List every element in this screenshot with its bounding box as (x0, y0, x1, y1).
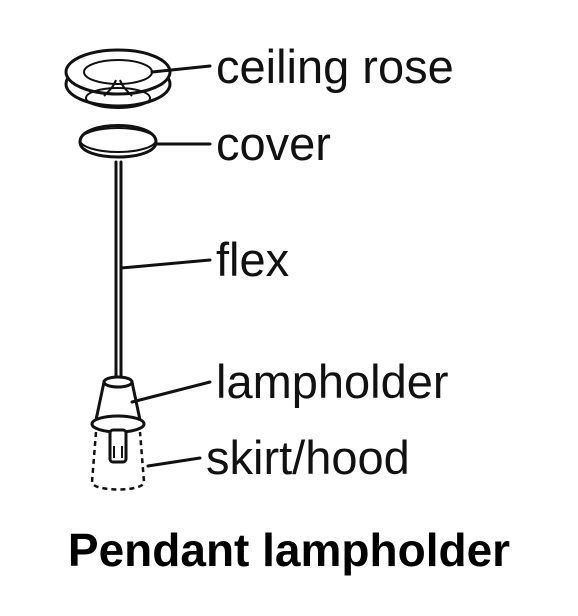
leader-lampholder (130, 380, 212, 404)
label-flex: flex (216, 233, 289, 286)
label-lampholder: lampholder (216, 355, 449, 408)
ceiling-rose (64, 48, 172, 109)
label-skirt-hood: skirt/hood (206, 431, 410, 484)
leader-flex (119, 258, 212, 270)
label-cover: cover (216, 117, 331, 170)
cover (78, 124, 158, 159)
lampholder (90, 375, 146, 464)
leader-lines (119, 64, 212, 468)
diagram-title: Pendant lampholder (68, 524, 510, 576)
flex-cord (114, 160, 123, 384)
label-ceiling-rose: ceiling rose (216, 40, 454, 93)
leader-skirt-hood (146, 456, 202, 468)
leader-ceiling-rose (150, 64, 212, 74)
